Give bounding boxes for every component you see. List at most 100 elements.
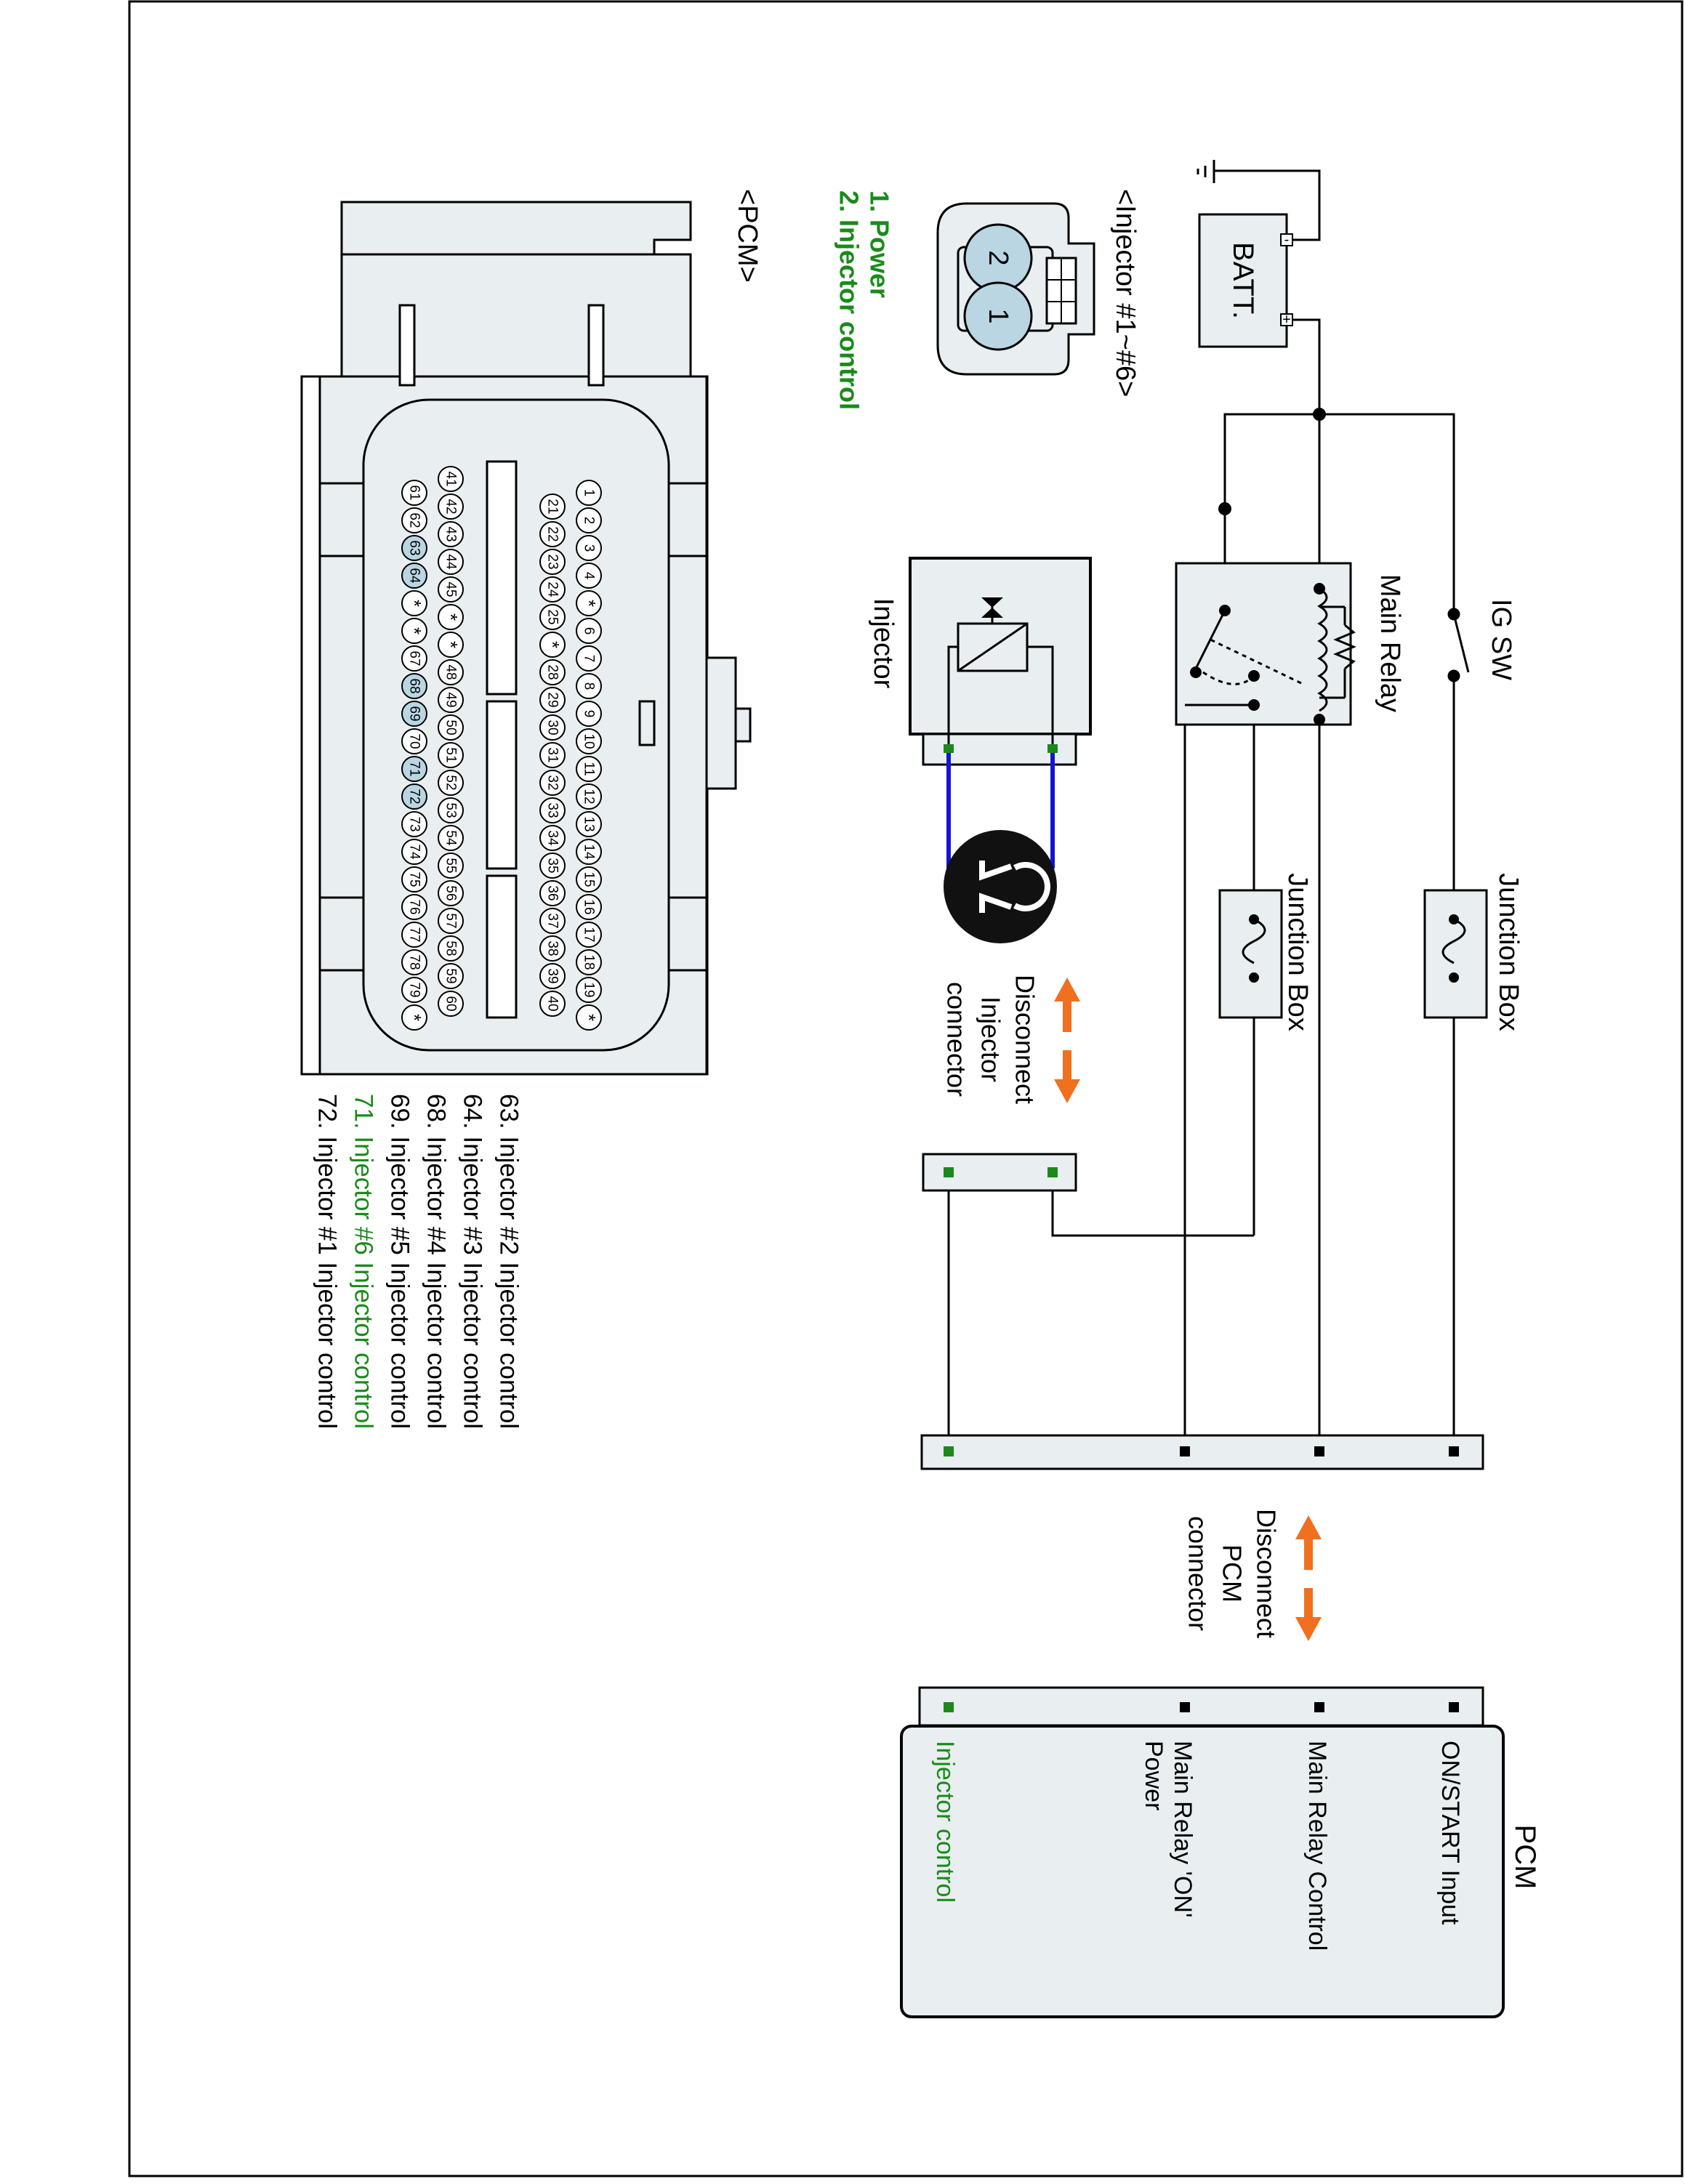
main-relay-label: Main Relay	[1375, 574, 1405, 712]
pcm-pin	[401, 728, 427, 754]
pcm-pin	[438, 687, 464, 713]
pcm-pin-number: 42	[443, 499, 459, 514]
pcm-pin	[438, 576, 464, 603]
pcm-pin	[539, 908, 566, 934]
pcm-pin-number: *	[403, 600, 425, 607]
pcm-pin-number: *	[542, 641, 563, 648]
pcm-pin-number: 68	[407, 678, 422, 693]
pcm-pin-number: 8	[582, 682, 597, 690]
pcm-pin-number: 75	[407, 871, 422, 887]
pcm-pin-number: *	[403, 627, 425, 634]
pcm-pin-number: 10	[582, 733, 597, 749]
pcm-pin-list-item: 72. Injector #1 Injector control	[313, 1094, 342, 1429]
pcm-pin	[539, 991, 566, 1017]
pcm-pin-number: 2	[582, 517, 597, 525]
pcm-pin-number: *	[578, 1014, 600, 1021]
pcm-pin	[539, 549, 566, 575]
pcm-pin-number: 29	[545, 692, 560, 707]
pcm-pin-number: 78	[407, 954, 422, 970]
pcm-pin-number: 69	[407, 706, 422, 721]
pcm-pin	[576, 1004, 602, 1031]
pcm-pin	[576, 949, 602, 975]
pcm-pin-number: 70	[407, 733, 422, 749]
disconnect-injector-line2: Injector	[976, 996, 1006, 1082]
disconnect-pcm-line1: Disconnect	[1252, 1509, 1282, 1638]
pcm-pin-number: 64	[407, 568, 422, 584]
ohmmeter	[944, 753, 1057, 943]
pcm-pin	[401, 673, 427, 699]
pcm-pin	[539, 659, 566, 685]
pcm-pin-number: 31	[545, 747, 560, 762]
pcm-pin-number: 6	[582, 627, 597, 635]
pcm-pin-number: 23	[545, 554, 560, 569]
injector-pin-1-number: 1	[983, 308, 1013, 323]
ohm-icon	[979, 861, 1050, 913]
pcm-pin	[401, 922, 427, 948]
disconnect-arrows-injector	[1054, 978, 1080, 1103]
pcm-pin-number: 4	[582, 572, 597, 580]
pcm-pin-number: *	[440, 613, 462, 621]
pcm-pin-number: *	[440, 641, 462, 648]
pcm-pin-number: 21	[545, 499, 560, 514]
injector-pin-label: 2. Injector control	[835, 190, 864, 410]
pcm-pin	[576, 728, 602, 754]
pcm-pin	[539, 576, 566, 603]
pcm-pin	[576, 590, 602, 616]
pcm-pin	[576, 866, 602, 892]
pcm-pin	[539, 797, 566, 823]
pcm-pin-number: 14	[582, 844, 597, 860]
pcm-pin-number: 32	[545, 775, 560, 790]
junction-box-bottom	[1218, 889, 1283, 1019]
pcm-pin-number: 56	[443, 885, 459, 900]
disconnect-arrows-pcm	[1295, 1515, 1322, 1641]
pcm-pin	[438, 632, 464, 658]
pcm-label: PCM	[1509, 1825, 1541, 1890]
pcm-pin	[438, 521, 464, 547]
pcm-pin	[539, 963, 566, 989]
pcm-pin	[539, 853, 566, 879]
pcm-pin-list-item: 64. Injector #3 Injector control	[459, 1094, 487, 1429]
pcm-pin-number: 44	[443, 554, 459, 570]
pcm-pin	[539, 632, 566, 658]
pcm-pin-list-item: 71. Injector #6 Injector control	[350, 1094, 378, 1429]
pcm-pin-number: 71	[407, 761, 422, 776]
pcm-pin-number: 39	[545, 968, 560, 983]
pcm-pin-number: 11	[582, 762, 597, 776]
pcm-pin	[401, 618, 427, 644]
pcm-pin	[539, 604, 566, 630]
pcm-pin-number: 60	[443, 996, 459, 1011]
pcm-pin-number: 15	[582, 871, 597, 887]
pcm-pin-number: 62	[407, 512, 422, 528]
pcm-pin	[438, 880, 464, 906]
pcm-pin-number: 40	[545, 996, 560, 1011]
pcm-pin	[438, 604, 464, 630]
battery: BATT. - +	[1198, 213, 1293, 348]
pcm-pin	[438, 963, 464, 989]
disconnect-injector-line1: Disconnect	[1010, 975, 1040, 1104]
splice-dots	[1218, 408, 1326, 515]
pcm-pin	[401, 866, 427, 892]
pcm-pin	[401, 783, 427, 810]
battery-plus-label: +	[1282, 312, 1291, 328]
pcm-pin-label: Main Relay Control	[1303, 1741, 1331, 1951]
pcm-pin-number: 55	[443, 858, 459, 873]
pcm-pin	[539, 742, 566, 768]
injector-pin-2-number: 2	[983, 250, 1013, 265]
junction-box-top-label: Junction Box	[1493, 873, 1524, 1031]
pcm-pin	[576, 480, 602, 506]
pcm-pin	[539, 770, 566, 796]
pcm-pin	[576, 839, 602, 865]
pcm-pin	[576, 618, 602, 644]
page-border	[128, 0, 1684, 2177]
pcm-pin-number: 22	[545, 526, 560, 541]
pcm-pin	[401, 1004, 427, 1031]
pcm-pin-number: 50	[443, 720, 459, 735]
pcm-pin	[401, 563, 427, 589]
pcm-pin-number: 73	[407, 816, 422, 831]
pcm-pin	[438, 908, 464, 934]
pcm-pin-number: 57	[443, 913, 459, 928]
pcm-pin-number: 76	[407, 899, 422, 914]
